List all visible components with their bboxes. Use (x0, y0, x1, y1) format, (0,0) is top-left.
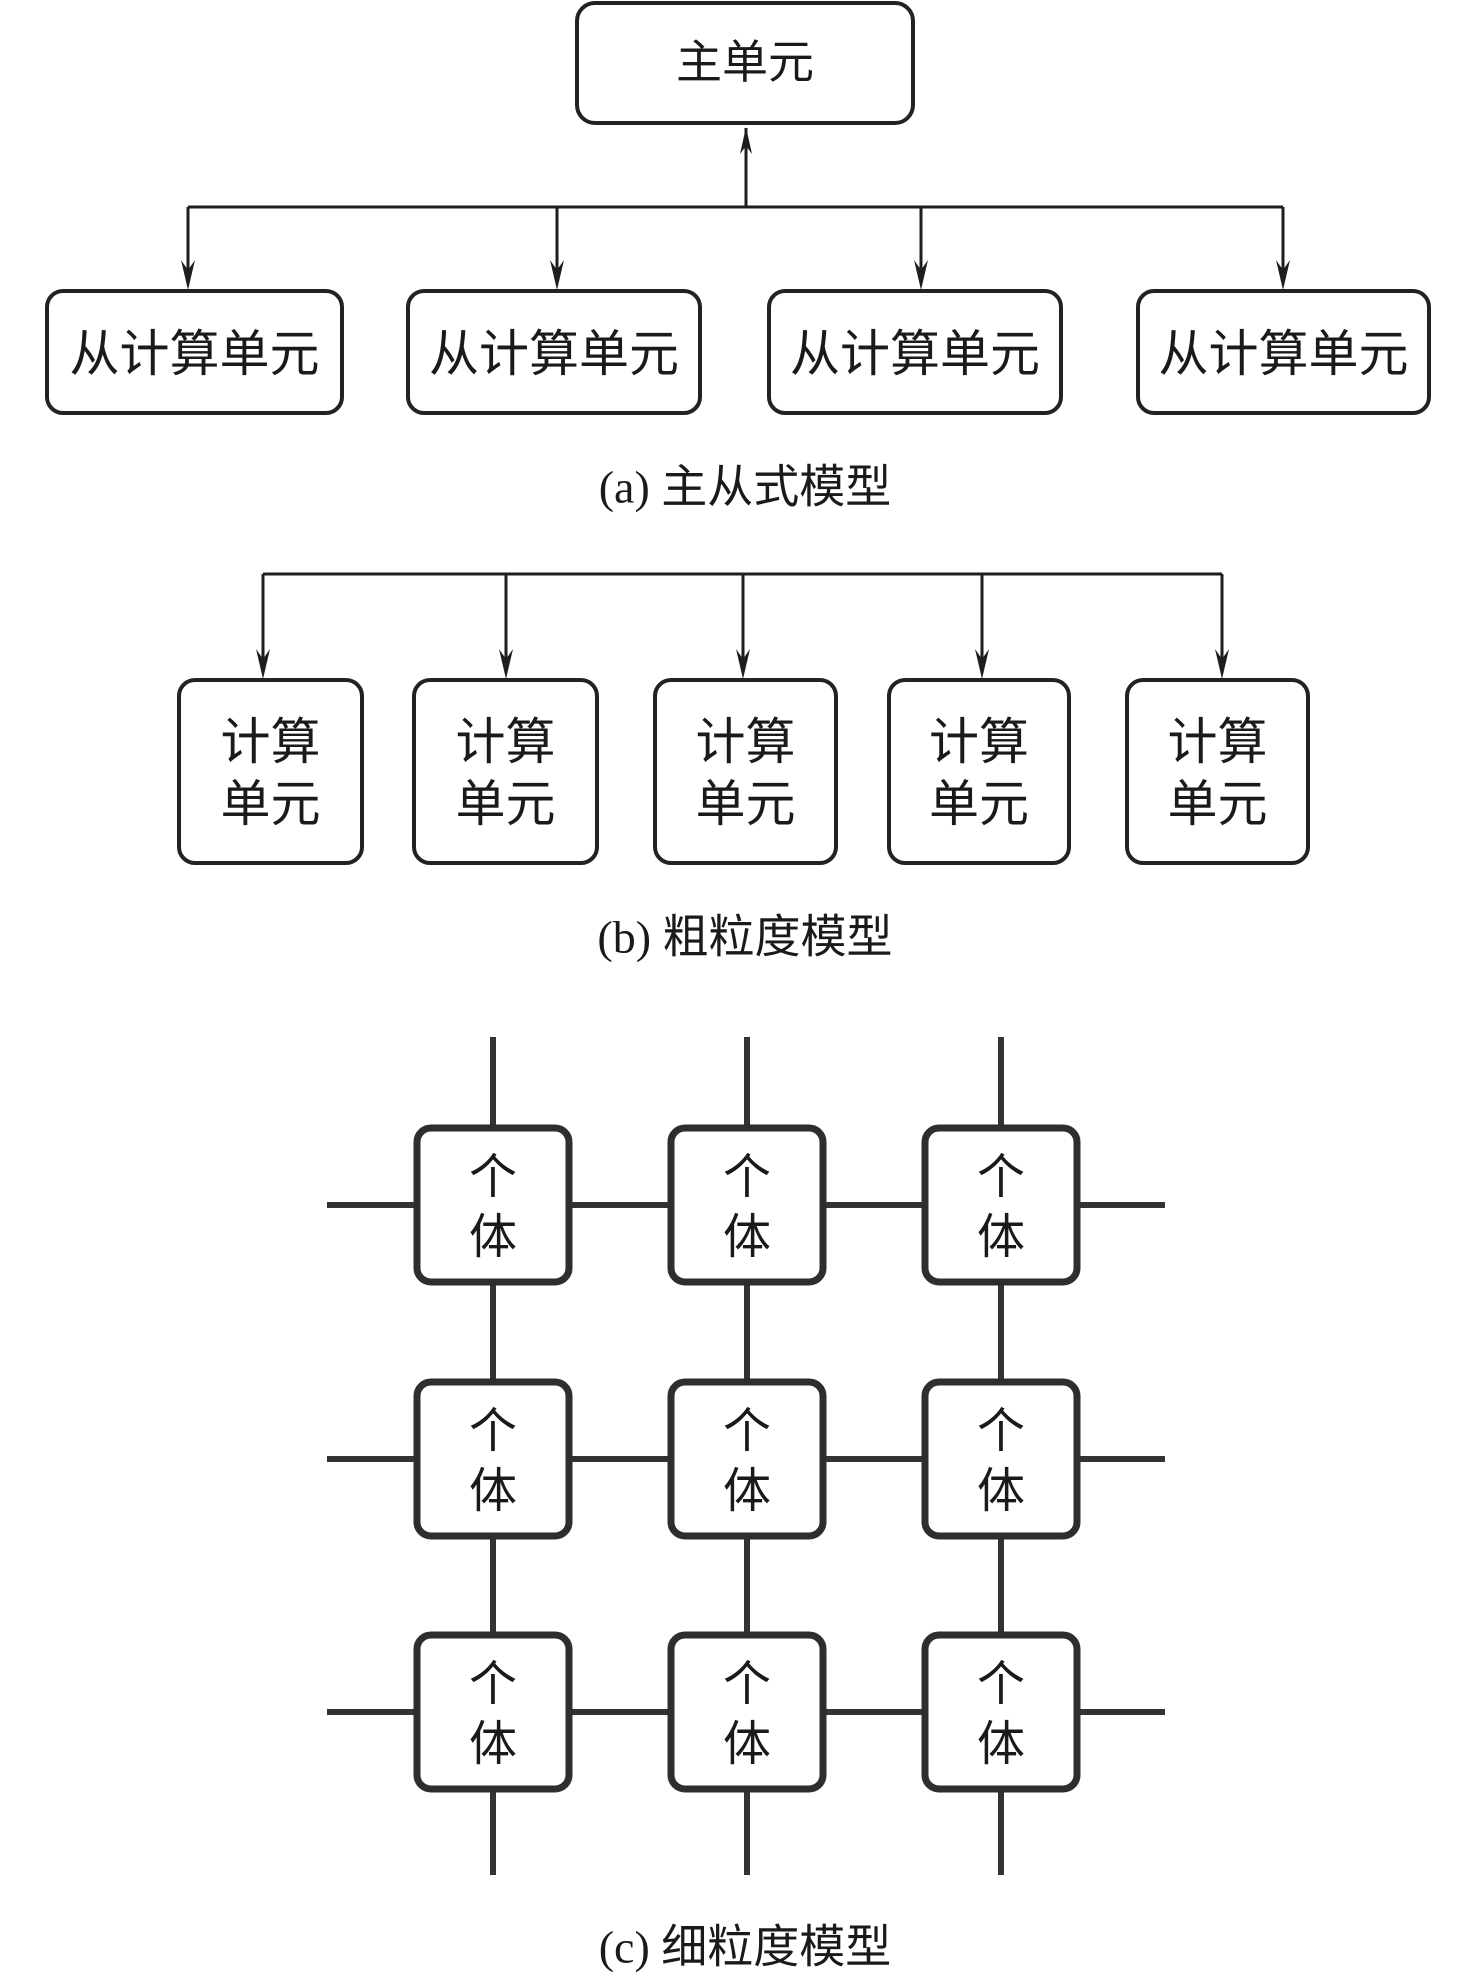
individual-cell: 个体 (413, 1631, 573, 1793)
individual-cell-label: 体 (977, 1716, 1025, 1772)
panel-c-caption: (c) 细粒度模型 (599, 1922, 892, 1973)
panel-a-master-slave: 主单元 从计算单元 从计算单元 从计算单元 从计算单元 (a) 主从式模型 (45, 1, 1431, 513)
individual-cell-label: 个 (469, 1656, 517, 1712)
slave-unit-label: 从计算单元 (429, 325, 679, 383)
individual-cell-label: 个 (977, 1149, 1025, 1205)
computing-unit-label: 单元 (456, 775, 556, 833)
slave-unit-box: 从计算单元 (406, 289, 702, 415)
computing-unit-box: 计算单元 (1125, 678, 1310, 865)
individual-cell: 个体 (413, 1124, 573, 1286)
individual-cell-label: 个 (723, 1403, 771, 1459)
computing-unit-box: 计算单元 (177, 678, 364, 865)
slave-unit-label: 从计算单元 (70, 325, 320, 383)
individual-cell: 个体 (667, 1378, 827, 1540)
individual-cell: 个体 (413, 1378, 573, 1540)
individual-cell-label: 体 (977, 1209, 1025, 1265)
slave-unit-box: 从计算单元 (1136, 289, 1431, 415)
computing-unit-label: 计算 (696, 713, 796, 771)
slave-unit-label: 从计算单元 (790, 325, 1040, 383)
computing-unit-label: 单元 (221, 775, 321, 833)
panel-a-connectors (181, 127, 1290, 290)
arrowhead-down (1276, 260, 1290, 290)
computing-unit-label: 计算 (1168, 713, 1268, 771)
arrowhead-down (975, 649, 989, 679)
computing-unit-box: 计算单元 (412, 678, 599, 865)
arrowhead-down (256, 649, 270, 679)
arrowhead-down (914, 260, 928, 290)
panel-b-caption: (b) 粗粒度模型 (597, 912, 892, 963)
arrowhead-down (736, 649, 750, 679)
computing-unit-box: 计算单元 (653, 678, 838, 865)
master-unit-label: 主单元 (676, 35, 814, 89)
master-unit-box: 主单元 (575, 1, 915, 125)
computing-unit-label: 计算 (221, 713, 321, 771)
individual-cell: 个体 (921, 1631, 1081, 1793)
individual-cell-label: 个 (723, 1149, 771, 1205)
individual-cell-label: 体 (469, 1463, 517, 1519)
individual-cell-label: 个 (977, 1403, 1025, 1459)
arrowhead-down (181, 260, 195, 290)
individual-cell: 个体 (667, 1124, 827, 1286)
individual-cell-label: 体 (723, 1716, 771, 1772)
slave-unit-box: 从计算单元 (767, 289, 1063, 415)
individual-cell: 个体 (667, 1631, 827, 1793)
computing-unit-box: 计算单元 (887, 678, 1071, 865)
arrowhead-down (499, 649, 513, 679)
individual-cell-label: 体 (469, 1209, 517, 1265)
computing-unit-label: 计算 (456, 713, 556, 771)
individual-cell-label: 体 (723, 1209, 771, 1265)
slave-unit-label: 从计算单元 (1159, 325, 1409, 383)
individual-cell-label: 体 (977, 1463, 1025, 1519)
panel-a-caption: (a) 主从式模型 (599, 462, 892, 513)
individual-cell-label: 个 (469, 1149, 517, 1205)
computing-unit-label: 单元 (696, 775, 796, 833)
arrowhead-down (550, 260, 564, 290)
arrowhead-up (740, 127, 752, 154)
computing-unit-label: 计算 (929, 713, 1029, 771)
individual-cell-label: 个 (977, 1656, 1025, 1712)
individual-cell-label: 体 (469, 1716, 517, 1772)
individual-cell: 个体 (921, 1378, 1081, 1540)
computing-unit-label: 单元 (1168, 775, 1268, 833)
slave-unit-box: 从计算单元 (45, 289, 344, 415)
individual-cell-label: 个 (469, 1403, 517, 1459)
individual-cell-label: 个 (723, 1656, 771, 1712)
arrowhead-down (1215, 649, 1229, 679)
individual-cell: 个体 (921, 1124, 1081, 1286)
individual-cell-label: 体 (723, 1463, 771, 1519)
computing-unit-label: 单元 (929, 775, 1029, 833)
